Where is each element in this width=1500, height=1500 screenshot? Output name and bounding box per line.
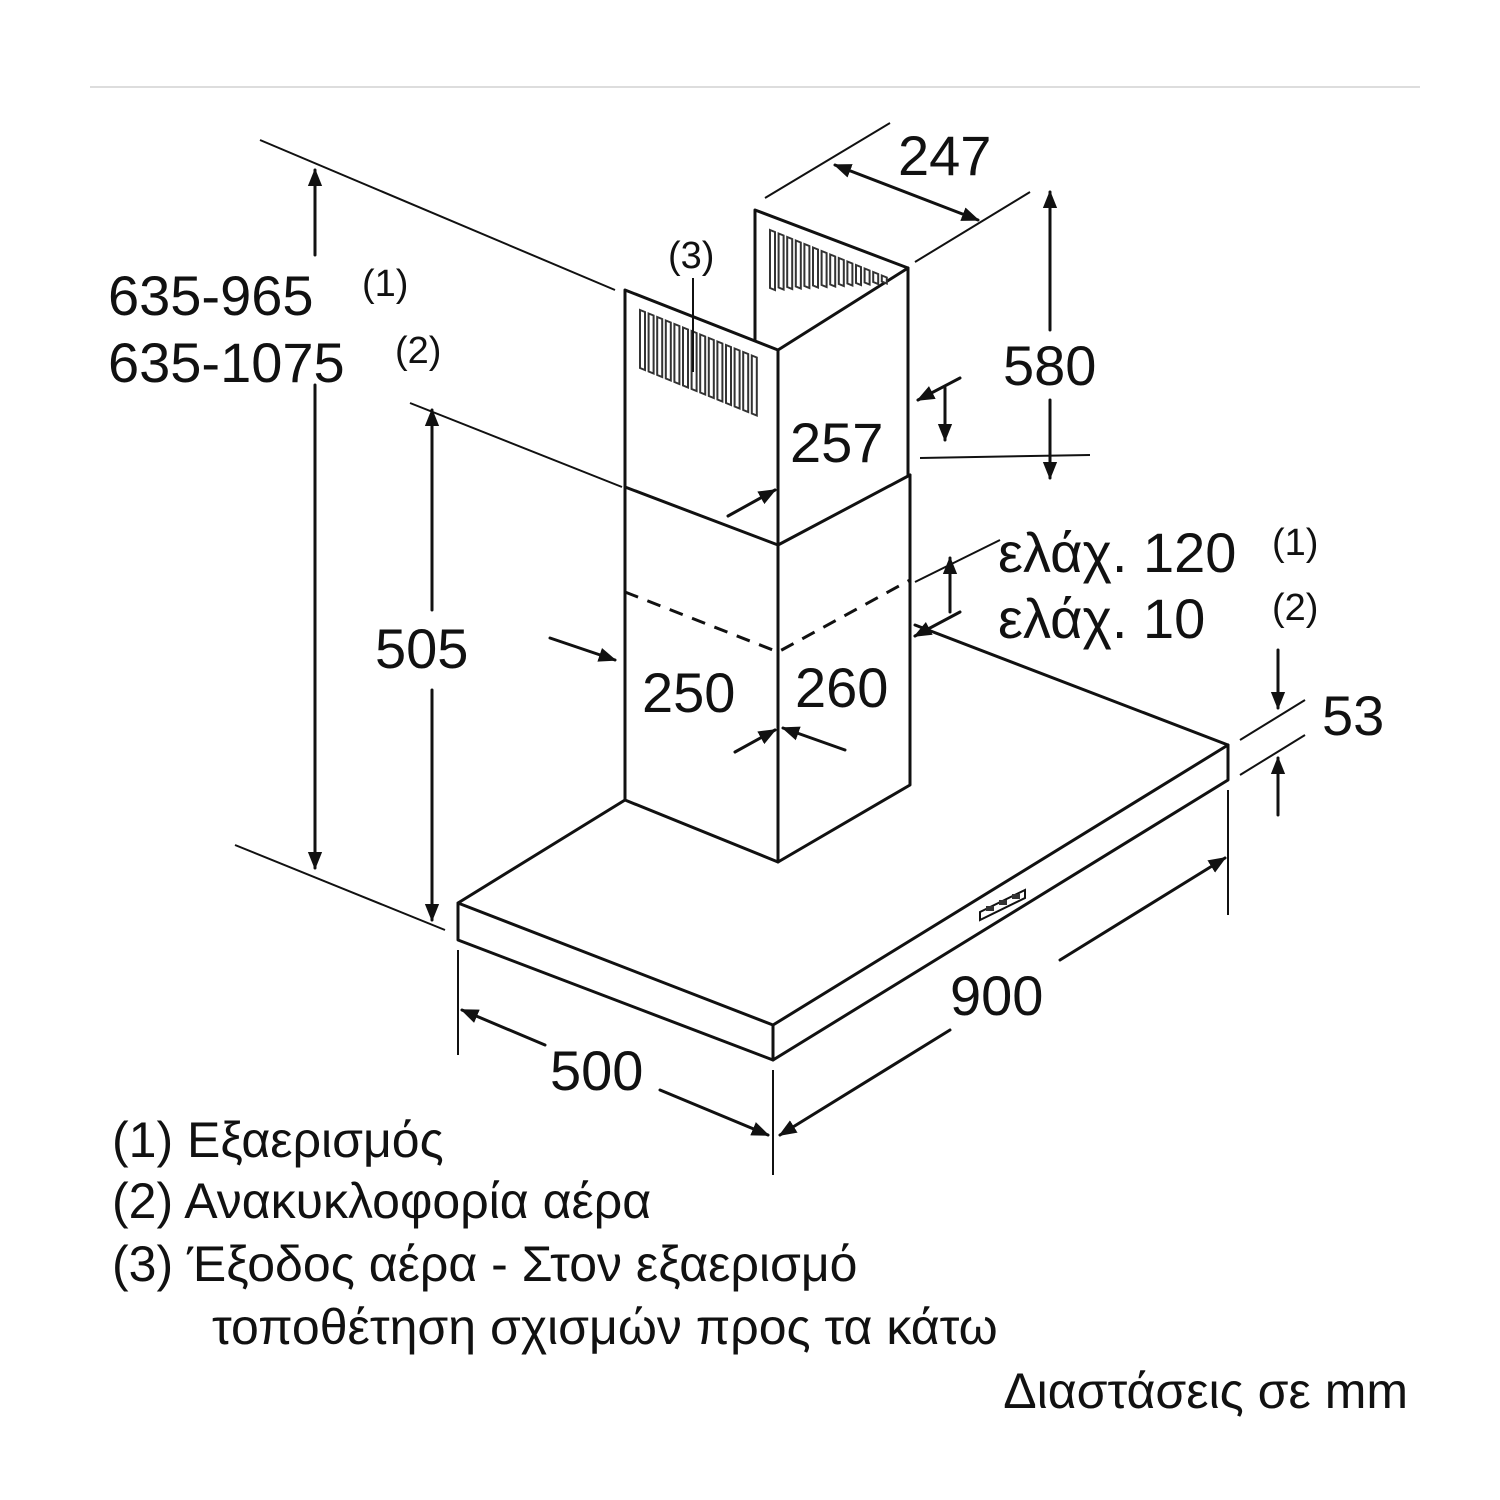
- vent-slot: [725, 343, 732, 407]
- vent-slot: [639, 308, 646, 372]
- vent-slot: [733, 347, 741, 410]
- upper-height-label: 580: [1003, 334, 1096, 397]
- min-gap-2-note: (2): [1272, 587, 1318, 629]
- legend-item-2: (2) Ανακυκλοφορία αέρα: [112, 1173, 651, 1229]
- vent-slot: [803, 242, 811, 290]
- vent-callout-label: (3): [668, 235, 714, 277]
- dim-lower-chimney-height: 505: [375, 402, 623, 922]
- vent-slot: [794, 239, 802, 290]
- dim-min-gap: ελάχ. 120 (1) ελάχ. 10 (2): [913, 521, 1318, 650]
- vent-slot: [750, 354, 758, 417]
- legend: (1) Εξαερισμός (2) Ανακυκλοφορία αέρα (3…: [112, 1112, 1408, 1419]
- vent-slot: [880, 274, 888, 285]
- lower-chimney-height-label: 505: [375, 617, 468, 680]
- dim-hood-depth: 500: [457, 950, 770, 1137]
- vent-slot: [682, 326, 689, 389]
- hood-thickness-label: 53: [1322, 684, 1384, 747]
- total-height-1: 635-965: [108, 264, 314, 327]
- dim-total-height: 635-965 (1) 635-1075 (2): [108, 139, 616, 931]
- dim-upper-depth: 247: [764, 122, 1031, 263]
- total-height-2-note: (2): [395, 330, 441, 372]
- vent-slot: [829, 253, 837, 288]
- dim-hood-thickness: 53: [1239, 648, 1384, 817]
- vent-slot: [664, 319, 672, 382]
- dim-lower-chimney-section: 250 260: [548, 636, 888, 754]
- vent-slots-front: [639, 308, 758, 417]
- vent-slot: [769, 228, 776, 292]
- legend-item-3-line-2: τοποθέτηση σχισμών προς τα κάτω: [212, 1299, 998, 1355]
- vent-slot: [837, 256, 845, 288]
- vent-slot: [863, 267, 871, 286]
- hood-width-label: 900: [950, 964, 1043, 1027]
- vent-slot: [699, 333, 707, 396]
- units-note: Διαστάσεις σε mm: [1003, 1363, 1408, 1419]
- vent-slot: [846, 260, 854, 287]
- legend-item-3-line-1: (3) Έξοδος αέρα - Στον εξαερισμό: [112, 1236, 857, 1292]
- upper-depth-label: 247: [898, 124, 991, 187]
- vent-slot: [786, 235, 794, 291]
- hood-depth-label: 500: [550, 1039, 643, 1102]
- dim-hood-width: 900: [772, 790, 1229, 1175]
- control-panel: [979, 888, 1026, 922]
- vent-slot: [656, 315, 664, 379]
- hood-body: [456, 623, 1230, 1062]
- min-gap-1-label: ελάχ. 120: [998, 521, 1236, 584]
- vent-slot: [673, 322, 681, 386]
- vent-slot: [872, 270, 880, 286]
- total-height-1-note: (1): [362, 263, 408, 305]
- legend-item-1: (1) Εξαερισμός: [112, 1112, 444, 1168]
- upper-width-label: 257: [790, 411, 883, 474]
- vent-slot: [855, 263, 862, 287]
- vent-slot: [777, 232, 785, 291]
- vent-slot: [716, 340, 724, 403]
- upper-chimney: (3): [623, 208, 910, 547]
- dim-upper-width: 257: [726, 376, 962, 518]
- lower-depth-label: 250: [642, 661, 735, 724]
- vent-slot: [812, 246, 819, 289]
- vent-slot: [742, 350, 750, 414]
- total-height-2: 635-1075: [108, 331, 345, 394]
- min-gap-1-note: (1): [1272, 522, 1318, 564]
- vent-slot: [647, 312, 655, 375]
- vent-slot: [820, 249, 828, 289]
- dim-upper-height: 580: [919, 190, 1096, 480]
- min-gap-2-label: ελάχ. 10: [998, 587, 1205, 650]
- lower-width-label: 260: [795, 656, 888, 719]
- vent-slots-back: [769, 228, 888, 292]
- vent-slot: [707, 336, 715, 400]
